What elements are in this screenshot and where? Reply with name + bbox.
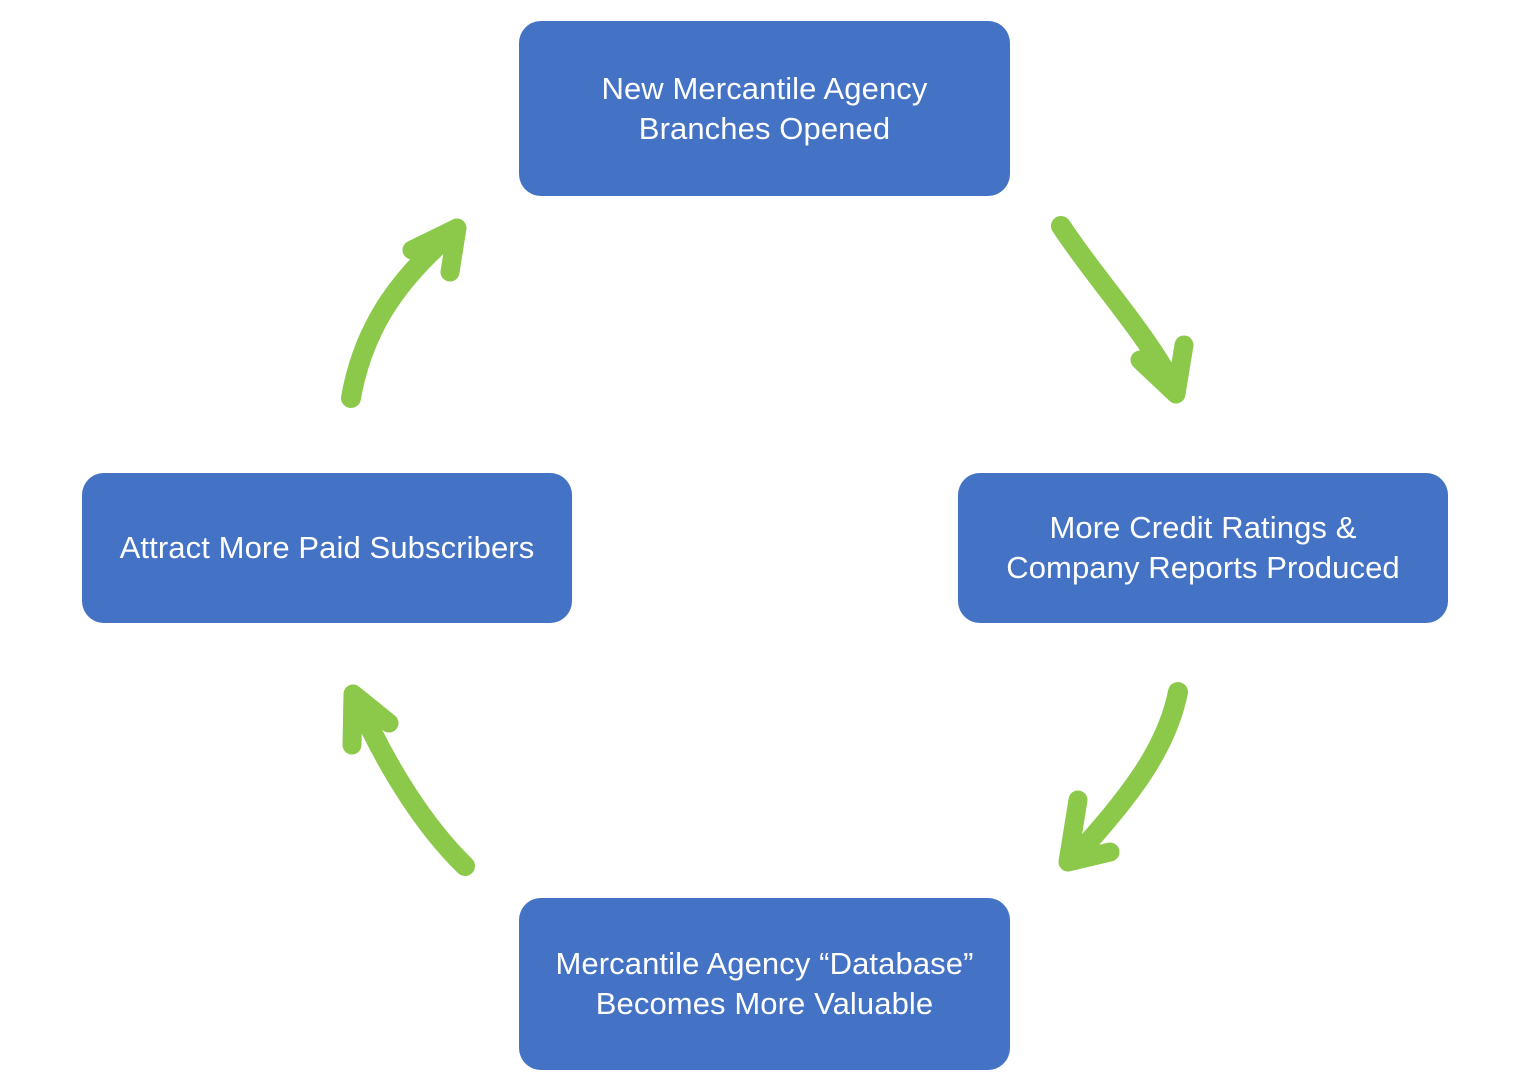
arrow-right-to-bottom (1058, 682, 1188, 872)
arrow-bottom-to-left (342, 684, 475, 876)
arrow-top-to-right-shaft (1051, 216, 1184, 397)
node-credit-ratings-reports[interactable]: More Credit Ratings & Company Reports Pr… (958, 473, 1448, 623)
arrow-right-to-bottom-head (1058, 790, 1120, 872)
arrow-left-to-top (341, 218, 467, 408)
arrow-top-to-right (1051, 216, 1194, 404)
arrow-bottom-to-left-head (342, 684, 399, 755)
node-new-branches[interactable]: New Mercantile Agency Branches Opened (519, 21, 1010, 196)
arrow-right-to-bottom-shaft (1066, 682, 1188, 866)
arrow-left-to-top-shaft (341, 223, 462, 408)
arrow-left-to-top-head (402, 218, 467, 282)
arrow-bottom-to-left-shaft (347, 690, 475, 876)
node-database-more-valuable[interactable]: Mercantile Agency “Database” Becomes Mor… (519, 898, 1010, 1070)
node-attract-subscribers[interactable]: Attract More Paid Subscribers (82, 473, 572, 623)
arrow-top-to-right-head (1130, 335, 1194, 404)
